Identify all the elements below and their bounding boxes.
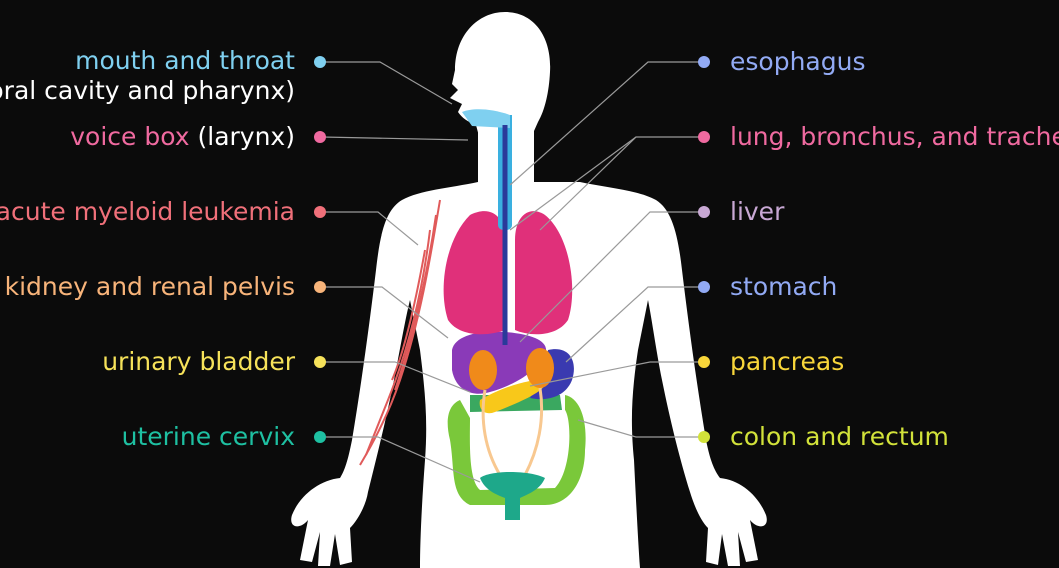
dot-cervix	[314, 431, 326, 443]
dot-liver	[698, 206, 710, 218]
dot-kidney	[314, 281, 326, 293]
dot-mouth	[314, 56, 326, 68]
label-liver: liver	[730, 197, 784, 227]
dot-colon	[698, 431, 710, 443]
label-kidney: kidney and renal pelvis	[5, 272, 295, 302]
label-mouth-throat: mouth and throat (oral cavity and pharyn…	[0, 46, 295, 106]
label-voice-box-text: voice box	[70, 122, 189, 151]
dot-pancreas	[698, 356, 710, 368]
label-mouth-text: mouth and throat	[0, 46, 295, 76]
label-mouth-secondary: (oral cavity and pharynx)	[0, 76, 295, 106]
label-stomach: stomach	[730, 272, 837, 302]
label-voice-box-secondary: (larynx)	[198, 122, 296, 151]
label-cervix: uterine cervix	[122, 422, 295, 452]
label-voice-box: voice box (larynx)	[70, 122, 295, 152]
label-esophagus: esophagus	[730, 47, 865, 77]
dot-stomach	[698, 281, 710, 293]
label-lung: lung, bronchus, and trachea	[730, 122, 1059, 152]
dot-bladder	[314, 356, 326, 368]
dot-esophagus	[698, 56, 710, 68]
label-colon: colon and rectum	[730, 422, 949, 452]
dot-aml	[314, 206, 326, 218]
dot-lung	[698, 131, 710, 143]
kidney-left	[469, 350, 497, 390]
label-bladder: urinary bladder	[102, 347, 295, 377]
label-aml: acute myeloid leukemia	[0, 197, 295, 227]
dot-voice-box	[314, 131, 326, 143]
label-pancreas: pancreas	[730, 347, 844, 377]
